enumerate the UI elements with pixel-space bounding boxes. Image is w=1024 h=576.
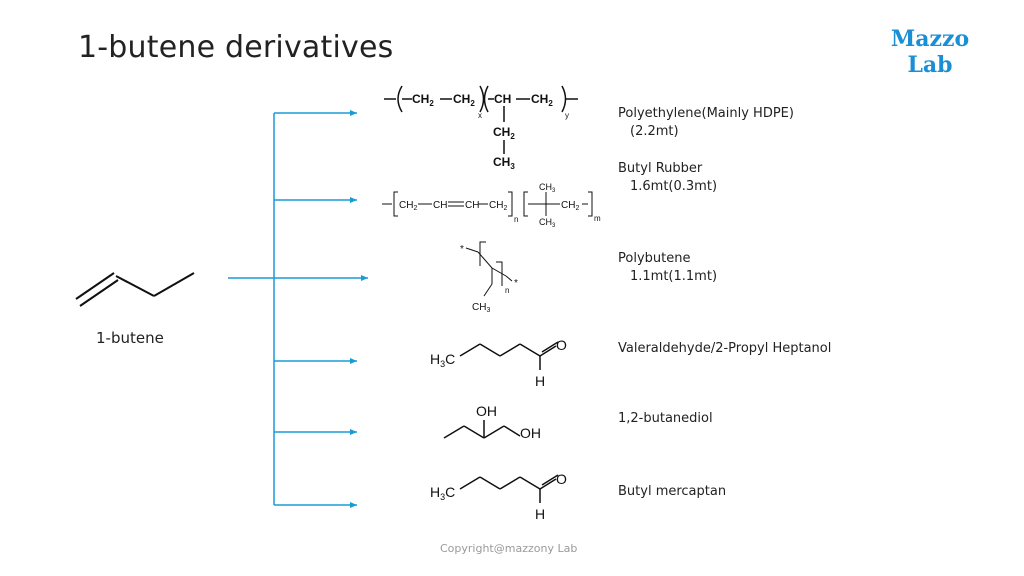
svg-text:n: n [514, 215, 518, 224]
svg-text:CH2: CH2 [453, 92, 475, 108]
product-1-name: Polyethylene(Mainly HDPE) [618, 106, 794, 121]
polybutene-structure: * * n CH3 [460, 241, 518, 314]
svg-text:y: y [565, 111, 569, 120]
svg-text:CH3: CH3 [493, 155, 515, 171]
svg-text:CH3: CH3 [539, 182, 556, 194]
svg-text:m: m [594, 214, 601, 223]
svg-text:H: H [535, 373, 545, 389]
svg-text:CH2: CH2 [493, 125, 515, 141]
product-5-name: 1,2-butanediol [618, 411, 713, 426]
svg-text:CH2: CH2 [531, 92, 553, 108]
svg-text:OH: OH [476, 403, 497, 419]
svg-text:CH2: CH2 [561, 200, 579, 212]
svg-text:H3C: H3C [430, 351, 455, 369]
product-2-volume: 1.6mt(0.3mt) [630, 179, 718, 194]
brand-logo-line-1: Mazzo [890, 26, 970, 52]
svg-text:*: * [460, 244, 464, 255]
brand-logo: Mazzo Lab [880, 26, 980, 78]
product-3-volume: 1.1mt(1.1mt) [630, 269, 718, 284]
valeraldehyde-structure: H3C O H [430, 337, 567, 389]
svg-text:CH2: CH2 [489, 200, 507, 212]
brand-logo-line-2: Lab [907, 52, 953, 78]
butyl-mercaptan-structure: H3C O H [430, 471, 567, 522]
butanediol-structure: OH OH [443, 403, 541, 441]
svg-text:CH: CH [433, 200, 447, 211]
svg-text:O: O [556, 337, 567, 353]
product-2-name: Butyl Rubber [618, 161, 703, 176]
svg-text:O: O [556, 471, 567, 487]
svg-text:H3C: H3C [430, 484, 455, 502]
butyl-rubber-structure: CH2 CH CH CH2 n CH3 CH3 CH2 m [382, 182, 601, 229]
svg-text:OH: OH [520, 425, 541, 441]
copyright-footer: Copyright@mazzony Lab [440, 542, 578, 555]
svg-text:CH2: CH2 [399, 200, 417, 212]
svg-text:x: x [478, 111, 482, 120]
svg-text:CH: CH [465, 200, 479, 211]
product-1-volume: (2.2mt) [630, 124, 679, 139]
page-title: 1-butene derivatives [78, 30, 394, 65]
butene-structure [75, 272, 195, 307]
polyethylene-structure: CH2 CH2 x CH CH2 y CH2 CH3 [384, 85, 578, 171]
start-compound-label: 1-butene [96, 329, 164, 347]
svg-text:CH: CH [494, 92, 511, 106]
product-3-name: Polybutene [618, 251, 691, 266]
svg-text:CH2: CH2 [412, 92, 434, 108]
svg-text:CH3: CH3 [472, 302, 490, 314]
product-4-name: Valeraldehyde/2-Propyl Heptanol [618, 341, 832, 356]
svg-text:H: H [535, 506, 545, 522]
svg-text:n: n [505, 286, 509, 295]
product-6-name: Butyl mercaptan [618, 484, 727, 499]
svg-text:*: * [514, 278, 518, 289]
svg-text:CH3: CH3 [539, 217, 556, 229]
connector-arrows [228, 110, 368, 508]
